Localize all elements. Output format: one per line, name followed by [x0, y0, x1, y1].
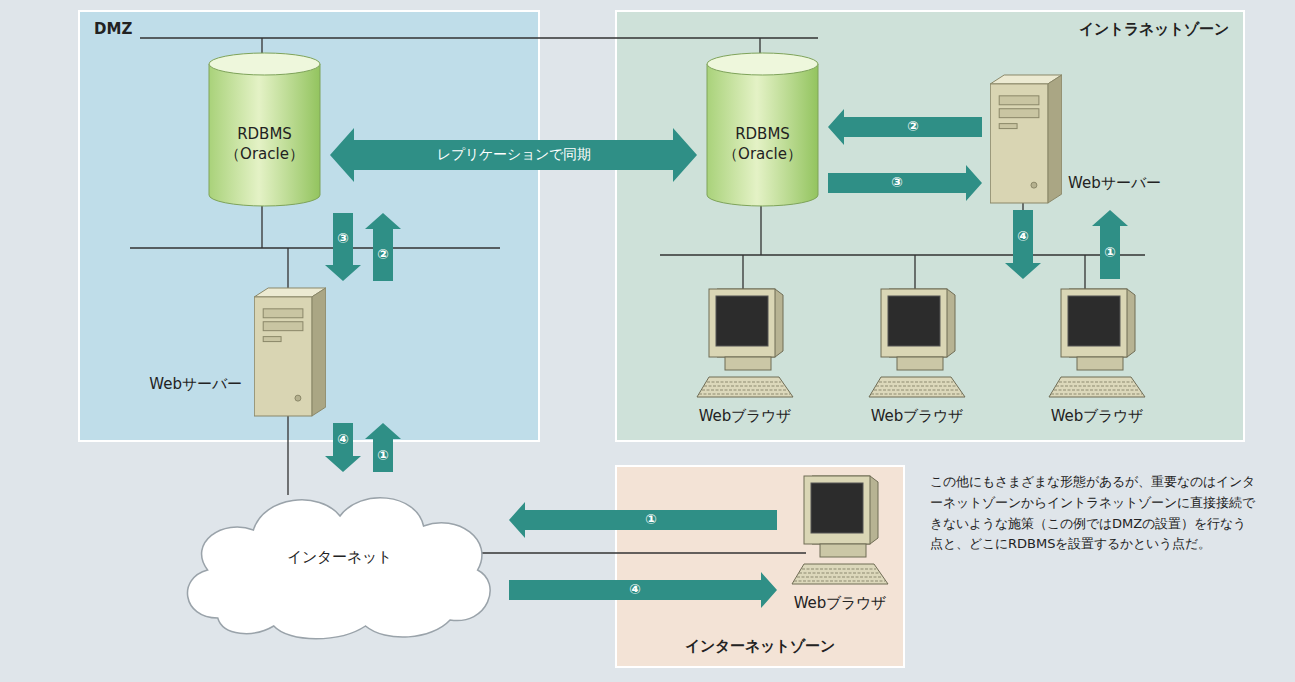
shape-path — [187, 498, 490, 639]
step-number: ② — [907, 119, 919, 134]
tower-icon — [990, 74, 1062, 204]
shape-rect — [811, 483, 863, 533]
shape-rect — [1077, 357, 1123, 370]
shape-path — [699, 382, 790, 394]
zone-panel: イントラネットゾーン RDBMS （Oracle） Webサーバー Webブラウザ We… — [615, 10, 1245, 442]
shape-rect — [709, 289, 775, 357]
flow-arrow — [828, 165, 982, 201]
edge-label: レプリケーションで同期 — [437, 147, 591, 162]
flow-arrow — [365, 213, 401, 281]
browser-icon — [788, 472, 892, 587]
step-number: ④ — [629, 582, 641, 597]
node-label: Webブラウザ — [1042, 407, 1152, 426]
shape-rect — [999, 96, 1039, 105]
node-label: Webブラウザ — [785, 594, 895, 613]
shape-rect — [1068, 296, 1120, 346]
flow-arrow — [509, 572, 777, 608]
browser-pc: Webブラウザ — [690, 285, 800, 433]
node-label: Webサーバー — [149, 375, 242, 394]
shape-polygon — [1048, 75, 1062, 203]
note-text: この他にもさまざまな形態があるが、重要なのはインターネットゾーンからイントラネッ… — [930, 472, 1258, 555]
server-tower: Webサーバー — [254, 287, 326, 417]
flow-arrow — [365, 423, 401, 472]
step-number: ① — [1104, 245, 1116, 260]
step-number: ② — [377, 247, 389, 262]
flow-arrow — [325, 423, 361, 472]
step-number: ③ — [337, 231, 349, 246]
node-label: インターネット — [177, 548, 501, 567]
flow-arrow — [509, 502, 777, 538]
shape-path — [209, 64, 320, 206]
flow-arrow — [325, 213, 361, 281]
shape-rect — [263, 322, 303, 331]
shape-rect — [254, 297, 312, 416]
shape-ellipse — [707, 53, 818, 75]
shape-path — [794, 569, 885, 581]
step-number: ① — [377, 448, 389, 463]
shape-rect — [990, 84, 1048, 203]
browser-pc: Webブラウザ — [862, 285, 972, 433]
shape-rect — [1061, 289, 1127, 357]
shape-rect — [263, 309, 303, 318]
shape-rect — [999, 109, 1039, 118]
shape-ellipse — [209, 53, 320, 75]
shape-path — [1051, 382, 1142, 394]
step-number: ④ — [337, 432, 349, 447]
flow-arrow — [828, 109, 982, 145]
zone-title: イントラネットゾーン — [1079, 20, 1229, 39]
browser-pc: Webブラウザ — [785, 472, 895, 620]
zone-panel: インターネットゾーン Webブラウザ — [615, 465, 905, 668]
shape-circle — [295, 395, 301, 401]
browser-pc: Webブラウザ — [1042, 285, 1152, 433]
dmz-bus — [130, 205, 500, 495]
node-label: Webブラウザ — [690, 407, 800, 426]
node-label: RDBMS （Oracle） — [211, 124, 318, 165]
shape-path — [871, 382, 962, 394]
database-cylinder: RDBMS （Oracle） — [207, 52, 322, 207]
shape-rect — [888, 296, 940, 346]
zone-panel: DMZ RDBMS （Oracle） Webサーバー — [78, 10, 540, 442]
shape-rect — [881, 289, 947, 357]
zone-title: インターネットゾーン — [617, 637, 903, 656]
tower-icon — [254, 287, 326, 417]
shape-polygon — [869, 377, 965, 397]
shape-rect — [263, 337, 281, 342]
shape-polygon — [792, 564, 888, 584]
node-label: Webサーバー — [1068, 174, 1161, 193]
step-number: ① — [645, 512, 657, 527]
step-number: ④ — [1017, 229, 1029, 244]
intranet-bus — [660, 200, 1145, 290]
internet-line — [470, 552, 806, 553]
browser-icon — [1045, 285, 1149, 400]
shape-polygon — [1049, 377, 1145, 397]
shape-rect — [999, 124, 1017, 129]
shape-circle — [1031, 182, 1037, 188]
shape-rect — [725, 357, 771, 370]
shape-rect — [897, 357, 943, 370]
shape-polygon — [697, 377, 793, 397]
flow-arrow — [330, 128, 697, 182]
step-number: ③ — [891, 175, 903, 190]
shape-rect — [716, 296, 768, 346]
shape-polygon — [312, 288, 326, 416]
zone-title: DMZ — [94, 20, 132, 38]
browser-icon — [865, 285, 969, 400]
shape-path — [707, 64, 818, 206]
server-tower: Webサーバー — [990, 74, 1062, 204]
internet-cloud: インターネット — [177, 478, 501, 643]
backbone-line — [140, 38, 818, 56]
flow-arrow — [1092, 210, 1128, 279]
node-label: Webブラウザ — [862, 407, 972, 426]
database-cylinder: RDBMS （Oracle） — [705, 52, 820, 207]
node-label: RDBMS （Oracle） — [709, 124, 816, 165]
shape-rect — [820, 544, 866, 557]
flow-arrow — [1005, 210, 1041, 279]
browser-icon — [693, 285, 797, 400]
shape-rect — [804, 476, 870, 544]
